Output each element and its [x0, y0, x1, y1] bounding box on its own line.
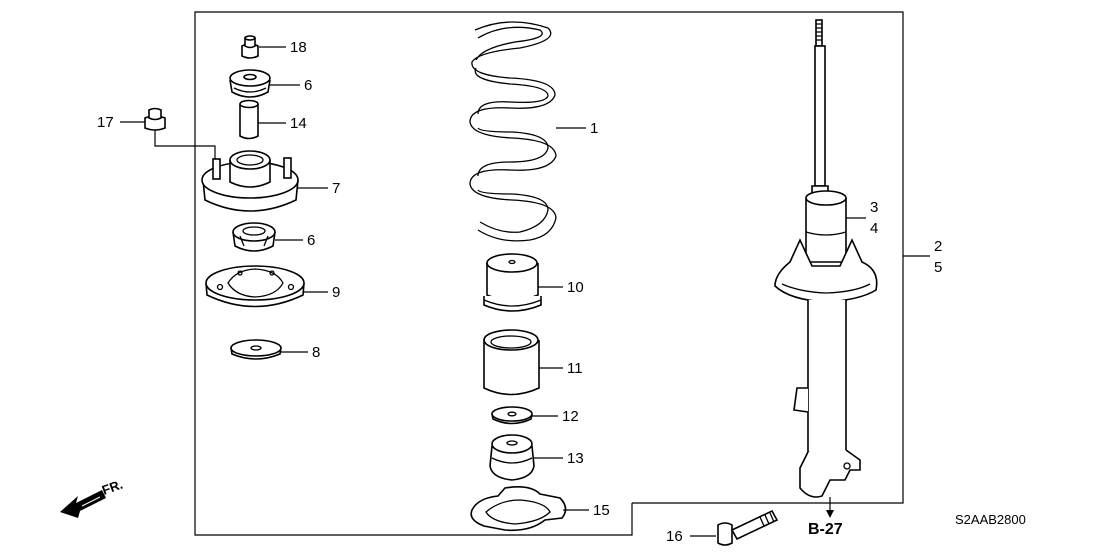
- callout-3: 3: [870, 199, 878, 216]
- part-14-collar[interactable]: [239, 99, 259, 140]
- part-15-spring-seat[interactable]: [470, 486, 567, 532]
- callout-4: 4: [870, 220, 878, 237]
- part-10-bump-stop[interactable]: [483, 253, 542, 312]
- part-7-shock-mounting-base[interactable]: [201, 150, 299, 212]
- callout-16: 16: [666, 528, 683, 545]
- part-11-dust-cover[interactable]: [483, 329, 540, 396]
- callout-6-upper: 6: [304, 77, 312, 94]
- callout-18: 18: [290, 39, 307, 56]
- callout-13: 13: [567, 450, 584, 467]
- diagram-code: S2AAB2800: [955, 512, 1026, 527]
- callout-9: 9: [332, 284, 340, 301]
- part-2-shock-absorber-assembly[interactable]: [774, 19, 878, 498]
- part-8-washer[interactable]: [230, 339, 282, 360]
- part-6-upper-mount-bushing[interactable]: [229, 69, 271, 98]
- callout-1: 1: [590, 120, 598, 137]
- callout-2: 2: [934, 238, 942, 255]
- part-1-coil-spring[interactable]: [469, 21, 557, 242]
- reference-b27[interactable]: B-27: [808, 521, 843, 538]
- part-6-lower-mount-bushing[interactable]: [232, 222, 276, 252]
- callout-14: 14: [290, 115, 307, 132]
- callout-7: 7: [332, 180, 340, 197]
- part-17-flange-nut[interactable]: [144, 107, 166, 131]
- front-direction-arrow: FR.: [60, 477, 125, 518]
- callout-15: 15: [593, 502, 610, 519]
- callout-17: 17: [97, 114, 114, 131]
- callout-12: 12: [562, 408, 579, 425]
- front-label: FR.: [100, 477, 125, 498]
- part-16-flange-bolt[interactable]: [717, 509, 779, 546]
- part-12-washer[interactable]: [491, 406, 533, 425]
- assembly-boundary-frame: [194, 11, 904, 536]
- part-9-mounting-plate[interactable]: [205, 265, 305, 308]
- part-13-rubber-stopper[interactable]: [489, 434, 535, 481]
- callout-11: 11: [567, 360, 583, 377]
- part-18-self-locking-nut[interactable]: [241, 35, 259, 59]
- callout-10: 10: [567, 279, 584, 296]
- callout-8: 8: [312, 344, 320, 361]
- callout-5: 5: [934, 259, 942, 276]
- reference-arrow-down: [826, 510, 834, 518]
- callout-6-lower: 6: [307, 232, 315, 249]
